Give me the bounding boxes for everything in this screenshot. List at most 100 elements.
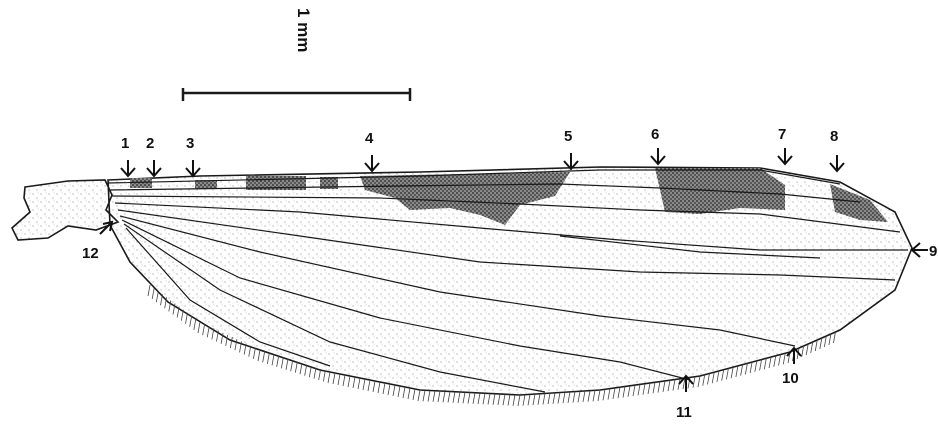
fringe-hair xyxy=(693,377,695,388)
fringe-hair xyxy=(538,394,540,405)
fringe-hair xyxy=(698,376,700,387)
fringe-hair xyxy=(578,391,580,402)
marker-label-1: 1 xyxy=(121,135,129,152)
fringe-hair xyxy=(393,385,395,396)
fringe-hair xyxy=(503,394,505,405)
fringe-hair xyxy=(383,383,385,394)
fringe-hair xyxy=(648,383,650,394)
fringe-hair xyxy=(418,390,420,401)
fringe-hair xyxy=(779,355,781,366)
fringe-hair xyxy=(563,392,565,403)
fringe-hair xyxy=(593,390,595,401)
fringe-hair xyxy=(663,381,665,392)
fringe-hair xyxy=(403,387,405,398)
marker-label-11: 11 xyxy=(676,404,692,421)
fringe-hair xyxy=(272,354,274,365)
fringe-hair xyxy=(463,392,465,403)
fringe-hair xyxy=(703,375,705,386)
fringe-hair xyxy=(638,384,640,395)
fringe-hair xyxy=(543,393,545,404)
fringe-hair xyxy=(726,368,728,379)
fringe-hair xyxy=(423,390,425,401)
fringe-hair xyxy=(755,361,757,372)
fringe-hair xyxy=(643,384,645,395)
fringe-hair xyxy=(458,392,460,403)
fringe-hair xyxy=(722,370,724,381)
fringe-hair xyxy=(398,386,400,397)
fringe-hair xyxy=(309,366,311,377)
marker-label-5: 5 xyxy=(564,128,572,145)
fringe-hair xyxy=(348,376,350,387)
fringe-hair xyxy=(658,382,660,393)
fringe-hair xyxy=(673,380,675,391)
fringe-hair xyxy=(281,357,283,368)
fringe-hair xyxy=(358,378,360,389)
fringe-hair xyxy=(736,366,738,377)
fringe-hair xyxy=(783,353,785,364)
fringe-hair xyxy=(769,357,771,368)
fringe-hair xyxy=(408,388,410,399)
fringe-hair xyxy=(833,332,835,343)
fringe-hair xyxy=(258,350,260,361)
fringe-hair xyxy=(152,288,154,299)
fringe-hair xyxy=(443,391,445,402)
fringe-hair xyxy=(378,382,380,393)
fringe-hair xyxy=(253,348,255,359)
fringe-hair xyxy=(712,372,714,383)
marker-label-2: 2 xyxy=(146,135,154,152)
fringe-hair xyxy=(368,380,370,391)
fringe-hair xyxy=(668,380,670,391)
fringe-hair xyxy=(338,374,340,385)
fringe-hair xyxy=(186,313,188,324)
fringe-hair xyxy=(750,362,752,373)
fringe-hair xyxy=(774,356,776,367)
fringe-hair xyxy=(363,379,365,390)
fringe-hair xyxy=(428,391,430,402)
fringe-hair xyxy=(811,342,813,353)
fringe-hair xyxy=(623,387,625,398)
fringe-hair xyxy=(568,392,570,403)
marker-label-10: 10 xyxy=(782,370,799,387)
fringe-hair xyxy=(498,394,500,405)
fringe-hair xyxy=(533,394,535,405)
fringe-hair xyxy=(603,389,605,400)
fringe-hair xyxy=(717,371,719,382)
fringe-hair xyxy=(829,334,831,345)
fringe-hair xyxy=(207,326,209,337)
fringe-hair xyxy=(731,367,733,378)
fringe-hair xyxy=(573,392,575,403)
marker-label-12: 12 xyxy=(82,245,99,262)
fringe-hair xyxy=(588,391,590,402)
fringe-hair xyxy=(314,368,316,379)
scale-bar: 1 mm xyxy=(183,8,410,101)
fringe-hair xyxy=(741,365,743,376)
marker-label-3: 3 xyxy=(186,135,194,152)
fringe-hair xyxy=(473,393,475,404)
fringe-hair xyxy=(194,319,196,330)
fringe-hair xyxy=(468,393,470,404)
fringe-hair xyxy=(148,285,150,296)
fringe-hair xyxy=(203,324,205,335)
fringe-hair xyxy=(300,363,302,374)
fringe-hair xyxy=(190,316,192,327)
fringe-hair xyxy=(453,392,455,403)
fringe-hair xyxy=(373,381,375,392)
fringe-hair xyxy=(633,385,635,396)
fringe-hair xyxy=(528,394,530,405)
fringe-hair xyxy=(508,395,510,406)
fringe-hair xyxy=(824,336,826,347)
fringe-hair xyxy=(523,395,525,406)
fringe-hair xyxy=(413,389,415,400)
fringe-hair xyxy=(745,363,747,374)
fringe-hair xyxy=(553,393,555,404)
fringe-hair xyxy=(707,373,709,384)
fringe-hair xyxy=(493,394,495,405)
fringe-hair xyxy=(483,393,485,404)
fringe-hair xyxy=(513,395,515,406)
fringe-hair xyxy=(802,346,804,357)
fringe-hair xyxy=(820,338,822,349)
fringe-hair xyxy=(305,365,307,376)
scale-bar-label: 1 mm xyxy=(294,8,313,52)
fringe-hair xyxy=(653,382,655,393)
